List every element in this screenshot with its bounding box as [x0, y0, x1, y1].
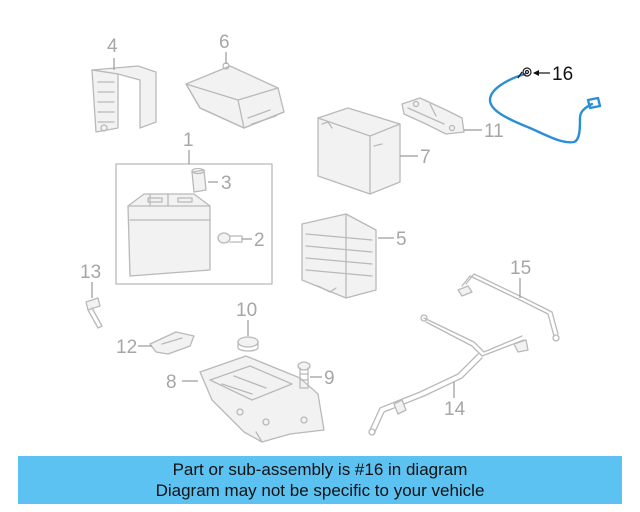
part-2-terminal-bolt[interactable] [217, 232, 243, 244]
callout-1: 1 [183, 130, 194, 151]
callout-11: 11 [484, 121, 504, 142]
callout-10: 10 [236, 300, 257, 321]
part-3-vent-plug[interactable] [191, 167, 207, 193]
part-9-bolt[interactable] [297, 361, 311, 389]
part-13-bolt[interactable] [85, 297, 103, 329]
part-7-battery-cover[interactable] [317, 107, 401, 195]
callout-2: 2 [254, 230, 265, 251]
part-11-bracket[interactable] [401, 97, 465, 135]
part-10-grommet[interactable] [237, 336, 259, 352]
part-16-battery-cable[interactable] [488, 67, 602, 144]
callout-6: 6 [219, 32, 230, 53]
caption-line-1: Part or sub-assembly is #16 in diagram [172, 460, 468, 479]
part-12-clamp[interactable] [149, 331, 195, 355]
caption-line-2: Diagram may not be specific to your vehi… [155, 481, 485, 500]
part-5-insulator[interactable] [301, 213, 377, 299]
callout-8: 8 [166, 372, 177, 393]
callout-3: 3 [221, 173, 232, 194]
callout-13: 13 [80, 262, 101, 283]
part-1-battery-box[interactable] [115, 163, 273, 285]
part-15-ground-cable[interactable] [457, 273, 560, 342]
caption-banner: Part or sub-assembly is #16 in diagram D… [18, 456, 622, 504]
parts-diagram: 4 6 16 11 7 1 [80, 32, 602, 443]
callout-9: 9 [324, 368, 335, 389]
part-8-battery-tray[interactable] [199, 355, 325, 443]
callout-15: 15 [510, 258, 531, 279]
callout-16: 16 [552, 64, 573, 85]
callout-12: 12 [116, 337, 137, 358]
callout-7: 7 [420, 147, 431, 168]
part-6-relay-box[interactable] [185, 62, 285, 129]
part-4-heat-shield[interactable] [91, 65, 157, 133]
callout-14: 14 [444, 399, 466, 420]
part-14-cable-harness[interactable] [368, 314, 529, 436]
callout-4: 4 [107, 36, 118, 57]
callout-5: 5 [396, 229, 407, 250]
